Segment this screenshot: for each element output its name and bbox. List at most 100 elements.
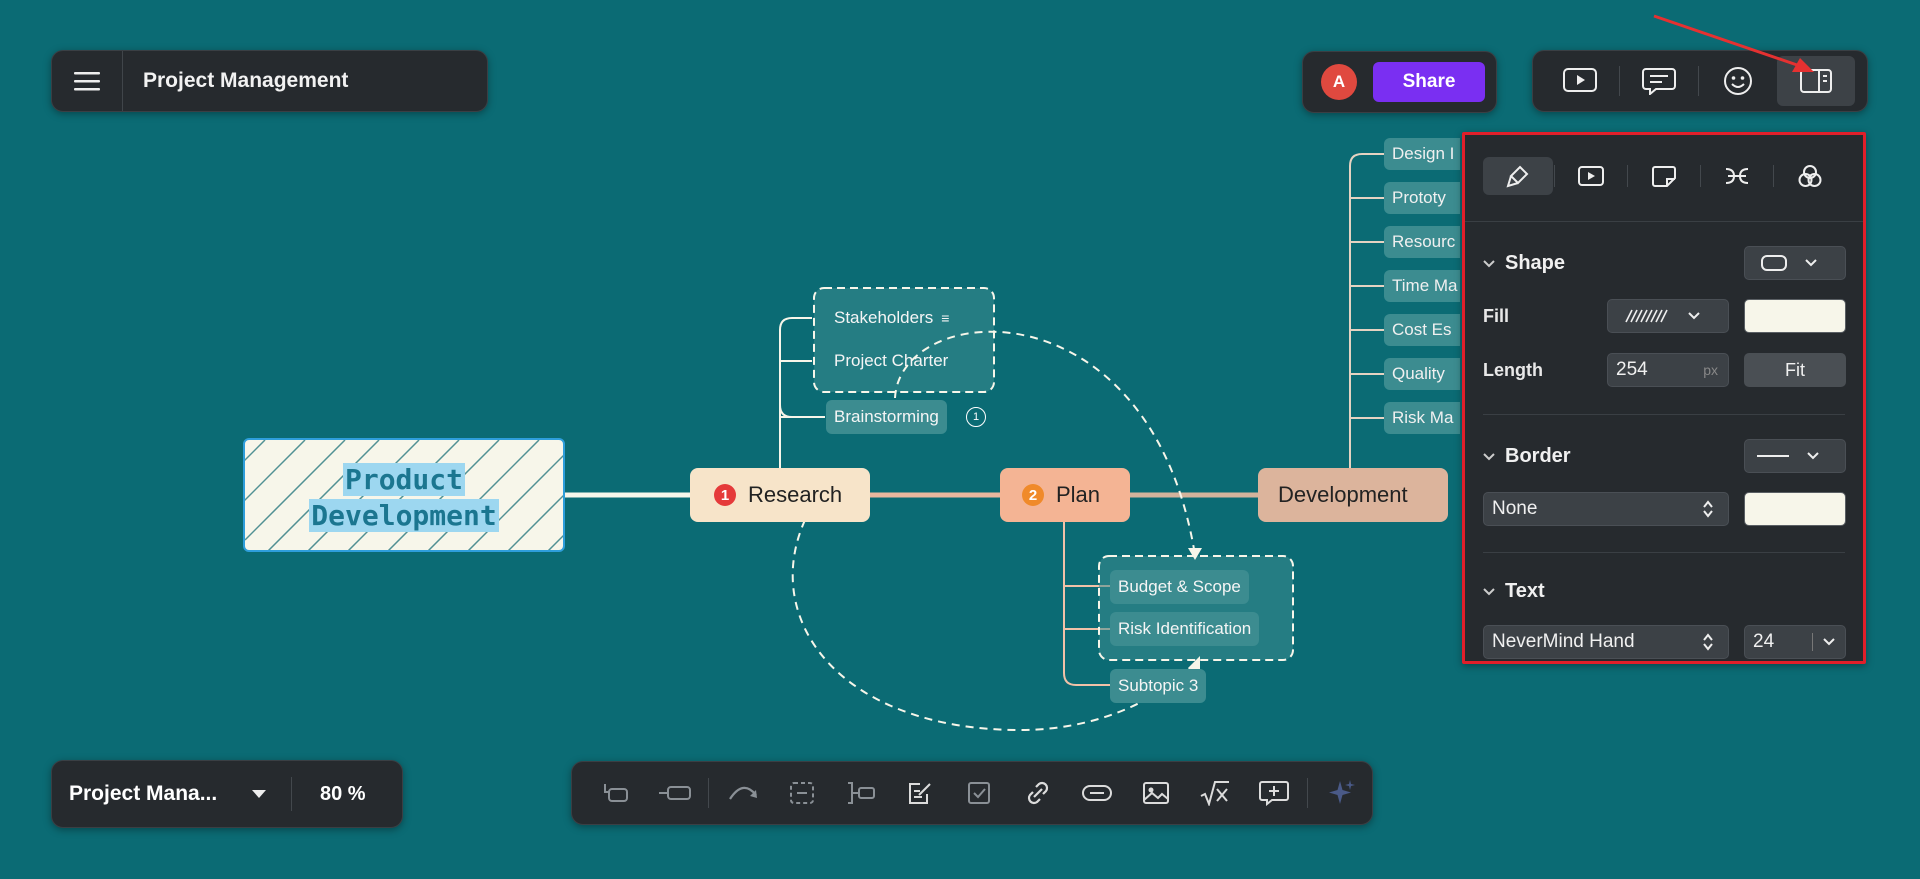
up-down-arrows-icon — [1702, 499, 1714, 519]
fill-style-select[interactable] — [1607, 299, 1729, 333]
shape-selector[interactable] — [1744, 246, 1846, 280]
note-icon: ≡ — [941, 310, 950, 326]
view-toolbar — [1532, 50, 1868, 112]
boundary-button[interactable] — [772, 768, 831, 818]
insert-subtopic-icon — [658, 785, 692, 801]
subtopic-prototype-label: Prototy — [1392, 188, 1446, 207]
insert-subtopic-button[interactable] — [645, 768, 704, 818]
topic-research[interactable]: 1 Research — [714, 468, 842, 522]
hyperlink-button[interactable] — [1067, 768, 1126, 818]
slideshow-icon — [1578, 166, 1604, 186]
divider — [1483, 552, 1845, 553]
divider — [1483, 414, 1845, 415]
relationship-icon — [728, 783, 758, 803]
tab-style[interactable] — [1483, 157, 1553, 195]
shape-section-header[interactable]: Shape — [1483, 252, 1565, 275]
task-button[interactable] — [949, 768, 1008, 818]
pitch-mode-button[interactable] — [1541, 56, 1619, 106]
text-heading: Text — [1505, 580, 1545, 602]
sheet-name[interactable]: Project Mana... — [69, 782, 218, 805]
note-icon — [907, 780, 933, 806]
length-input[interactable]: 254 px — [1607, 353, 1729, 387]
fill-color-swatch[interactable] — [1744, 299, 1846, 333]
subtopic-project-charter[interactable]: Project Charter — [826, 344, 956, 378]
subtopic-3[interactable]: Subtopic 3 — [1110, 669, 1207, 703]
fit-button[interactable]: Fit — [1744, 353, 1846, 387]
tab-theme[interactable] — [1775, 157, 1845, 195]
mindmap-canvas[interactable]: Product Development 1 Research 2 Plan De… — [0, 0, 1460, 879]
topic-development[interactable]: Development — [1278, 468, 1408, 522]
subtopic-design-label: Design I — [1392, 144, 1455, 163]
subtopic-time[interactable]: Time Ma — [1384, 270, 1460, 302]
root-topic-text[interactable]: Product Development — [245, 462, 563, 534]
summary-button[interactable] — [831, 768, 890, 818]
subtopic-resource[interactable]: Resourc — [1384, 226, 1460, 258]
subtopic-stakeholders-label: Stakeholders — [834, 308, 934, 327]
subtopic-risk-identification[interactable]: Risk Identification — [1110, 612, 1260, 646]
text-section-header[interactable]: Text — [1483, 580, 1545, 603]
border-style-select[interactable]: None — [1483, 492, 1729, 526]
divider — [1307, 778, 1308, 808]
structure-icon — [1724, 166, 1750, 186]
outline-button[interactable] — [1620, 56, 1698, 106]
summary-icon — [846, 781, 876, 805]
font-size-input[interactable]: 24 — [1744, 625, 1846, 659]
link-icon — [1025, 780, 1051, 806]
divider — [1627, 165, 1628, 187]
topic-plan[interactable]: 2 Plan — [1022, 468, 1100, 522]
chevron-down-icon[interactable] — [1823, 638, 1835, 646]
callout-button[interactable] — [1244, 768, 1303, 818]
divider — [1698, 66, 1699, 96]
subtopic-prototype[interactable]: Prototy — [1384, 182, 1460, 214]
subtopic-quality[interactable]: Quality — [1384, 358, 1460, 390]
format-panel-toggle-button[interactable] — [1777, 56, 1855, 106]
note-button[interactable] — [890, 768, 949, 818]
priority-1-icon: 1 — [714, 484, 736, 506]
hyperlink-icon — [1081, 783, 1113, 803]
user-avatar[interactable]: A — [1321, 64, 1357, 100]
border-line-style-select[interactable] — [1744, 439, 1846, 473]
subtopic-budget-scope[interactable]: Budget & Scope — [1110, 570, 1249, 604]
link-button[interactable] — [1008, 768, 1067, 818]
subtopic-design[interactable]: Design I — [1384, 138, 1460, 170]
font-family-value: NeverMind Hand — [1492, 631, 1635, 652]
subtopic-cost[interactable]: Cost Es — [1384, 314, 1460, 346]
sheet-dropdown-button[interactable] — [239, 790, 279, 798]
annotation-arrow — [1653, 14, 1814, 72]
subtopic-risk-management-label: Risk Ma — [1392, 408, 1454, 427]
topic-research-label: Research — [748, 482, 843, 507]
border-color-swatch[interactable] — [1744, 492, 1846, 526]
emoji-button[interactable] — [1699, 56, 1777, 106]
connector-lines — [565, 153, 1448, 732]
share-button[interactable]: Share — [1373, 62, 1485, 102]
border-section-header[interactable]: Border — [1483, 445, 1571, 468]
priority-2-icon: 2 — [1022, 484, 1044, 506]
subtopic-stakeholders[interactable]: Stakeholders ≡ — [826, 301, 957, 335]
divider — [1700, 165, 1701, 187]
ai-assistant-button[interactable] — [1312, 768, 1371, 818]
subtopic-risk-management[interactable]: Risk Ma — [1384, 402, 1460, 434]
equation-button[interactable] — [1185, 768, 1244, 818]
subtopic-brainstorming[interactable]: Brainstorming — [826, 400, 947, 434]
play-icon — [1563, 68, 1597, 94]
emoji-icon — [1723, 66, 1753, 96]
tab-slideshow[interactable] — [1556, 157, 1626, 195]
font-family-select[interactable]: NeverMind Hand — [1483, 625, 1729, 659]
border-heading: Border — [1505, 445, 1571, 467]
hatch-fill-icon — [1624, 308, 1670, 324]
divider — [1619, 66, 1620, 96]
insert-topic-button[interactable] — [586, 768, 645, 818]
zoom-level[interactable]: 80 % — [320, 782, 366, 805]
tab-sticker[interactable] — [1629, 157, 1699, 195]
relationship-count-badge[interactable]: 1 — [966, 407, 986, 427]
theme-icon — [1797, 164, 1823, 188]
tab-structure[interactable] — [1702, 157, 1772, 195]
hamburger-icon — [74, 71, 100, 91]
document-title[interactable]: Project Management — [143, 69, 349, 92]
subtopic-risk-identification-label: Risk Identification — [1118, 619, 1252, 638]
relationship-button[interactable] — [713, 768, 772, 818]
hamburger-menu-button[interactable] — [52, 51, 123, 111]
rounded-rect-icon — [1761, 255, 1787, 271]
image-button[interactable] — [1126, 768, 1185, 818]
root-topic[interactable]: Product Development — [243, 438, 565, 552]
